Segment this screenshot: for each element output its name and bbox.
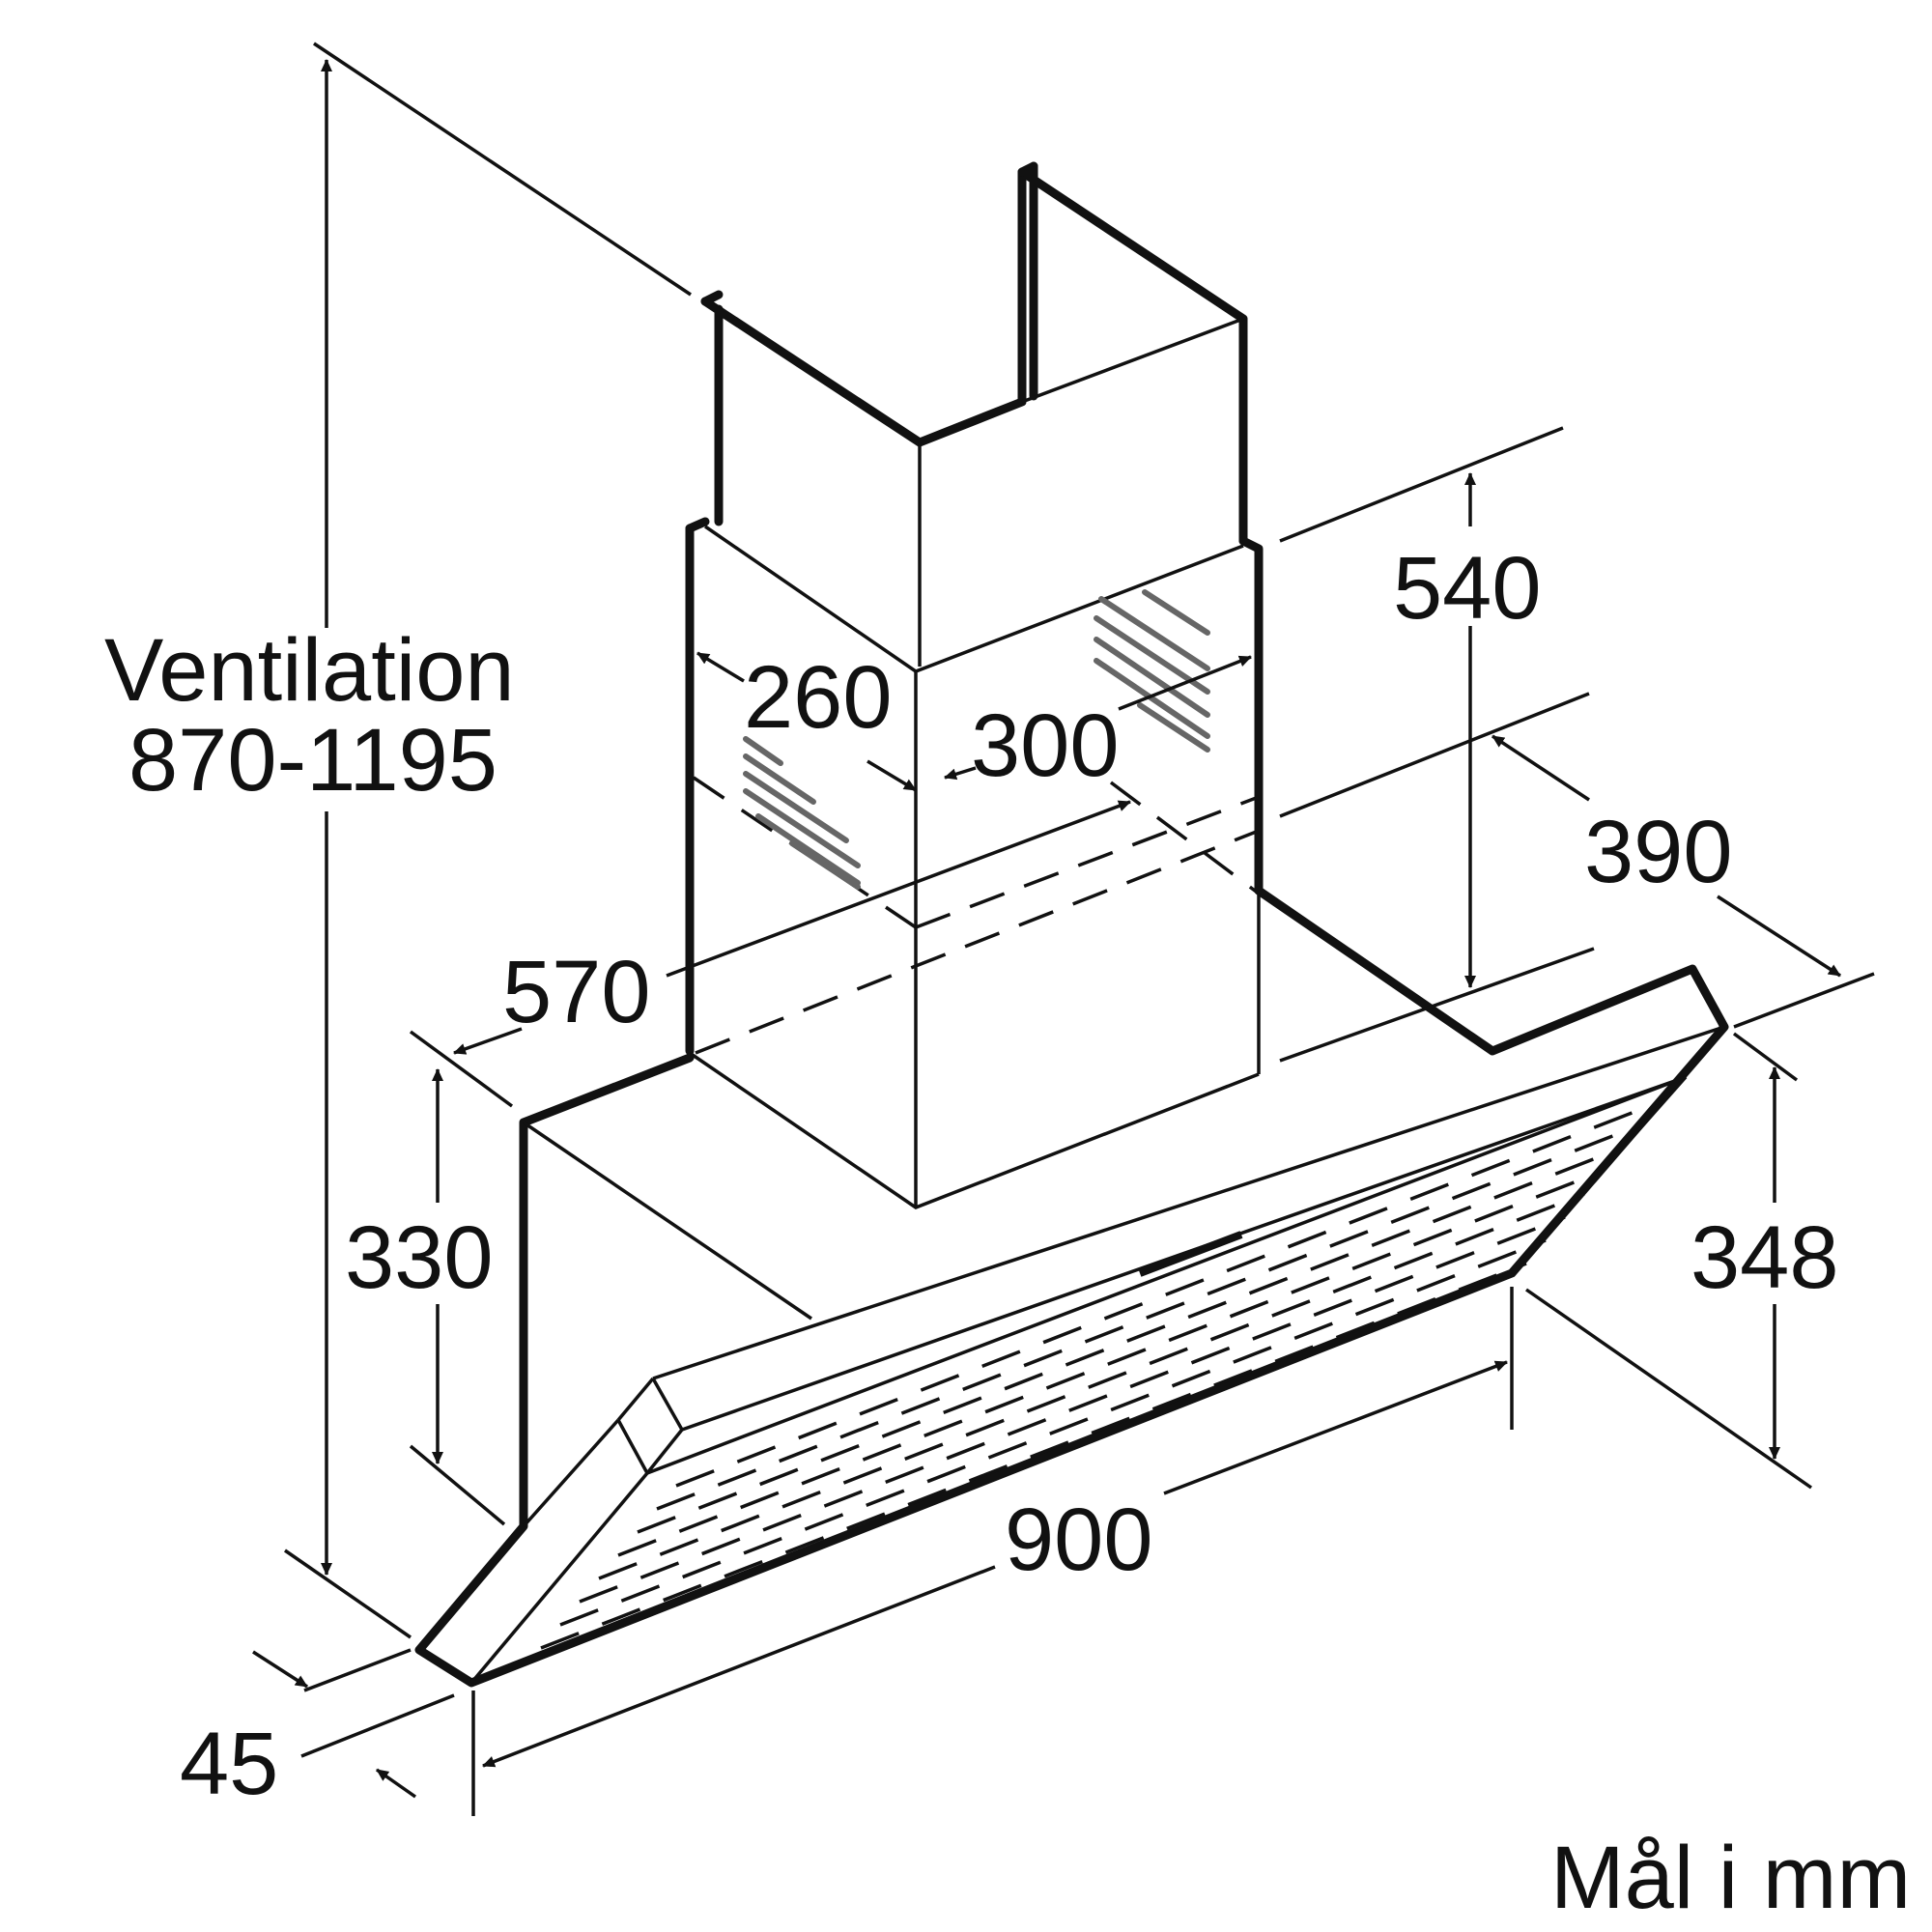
lower-chimney: [685, 517, 1264, 1209]
vent-grille-right: [1094, 589, 1210, 753]
grease-filter: [540, 1099, 1662, 1650]
dimension-lines: [252, 42, 1875, 1816]
dim-900-label: 900: [1005, 1491, 1153, 1589]
dim-45-label: 45: [180, 1715, 278, 1813]
units-note: Mål i mm: [1550, 1829, 1911, 1927]
dim-570-label: 570: [502, 943, 651, 1041]
hidden-lines: [693, 776, 1261, 1055]
upper-chimney: [700, 161, 1248, 667]
ventilation-label: Ventilation: [104, 621, 515, 720]
dim-540-label: 540: [1393, 539, 1542, 638]
ventilation-range-label: 870-1195: [128, 711, 497, 810]
dim-348-label: 348: [1690, 1208, 1839, 1307]
dim-330-label: 330: [345, 1208, 494, 1307]
dim-390-label: 390: [1584, 803, 1733, 901]
vent-grille-left: [743, 736, 861, 890]
dim-260-label: 260: [744, 648, 893, 747]
dim-300-label: 300: [971, 696, 1120, 795]
